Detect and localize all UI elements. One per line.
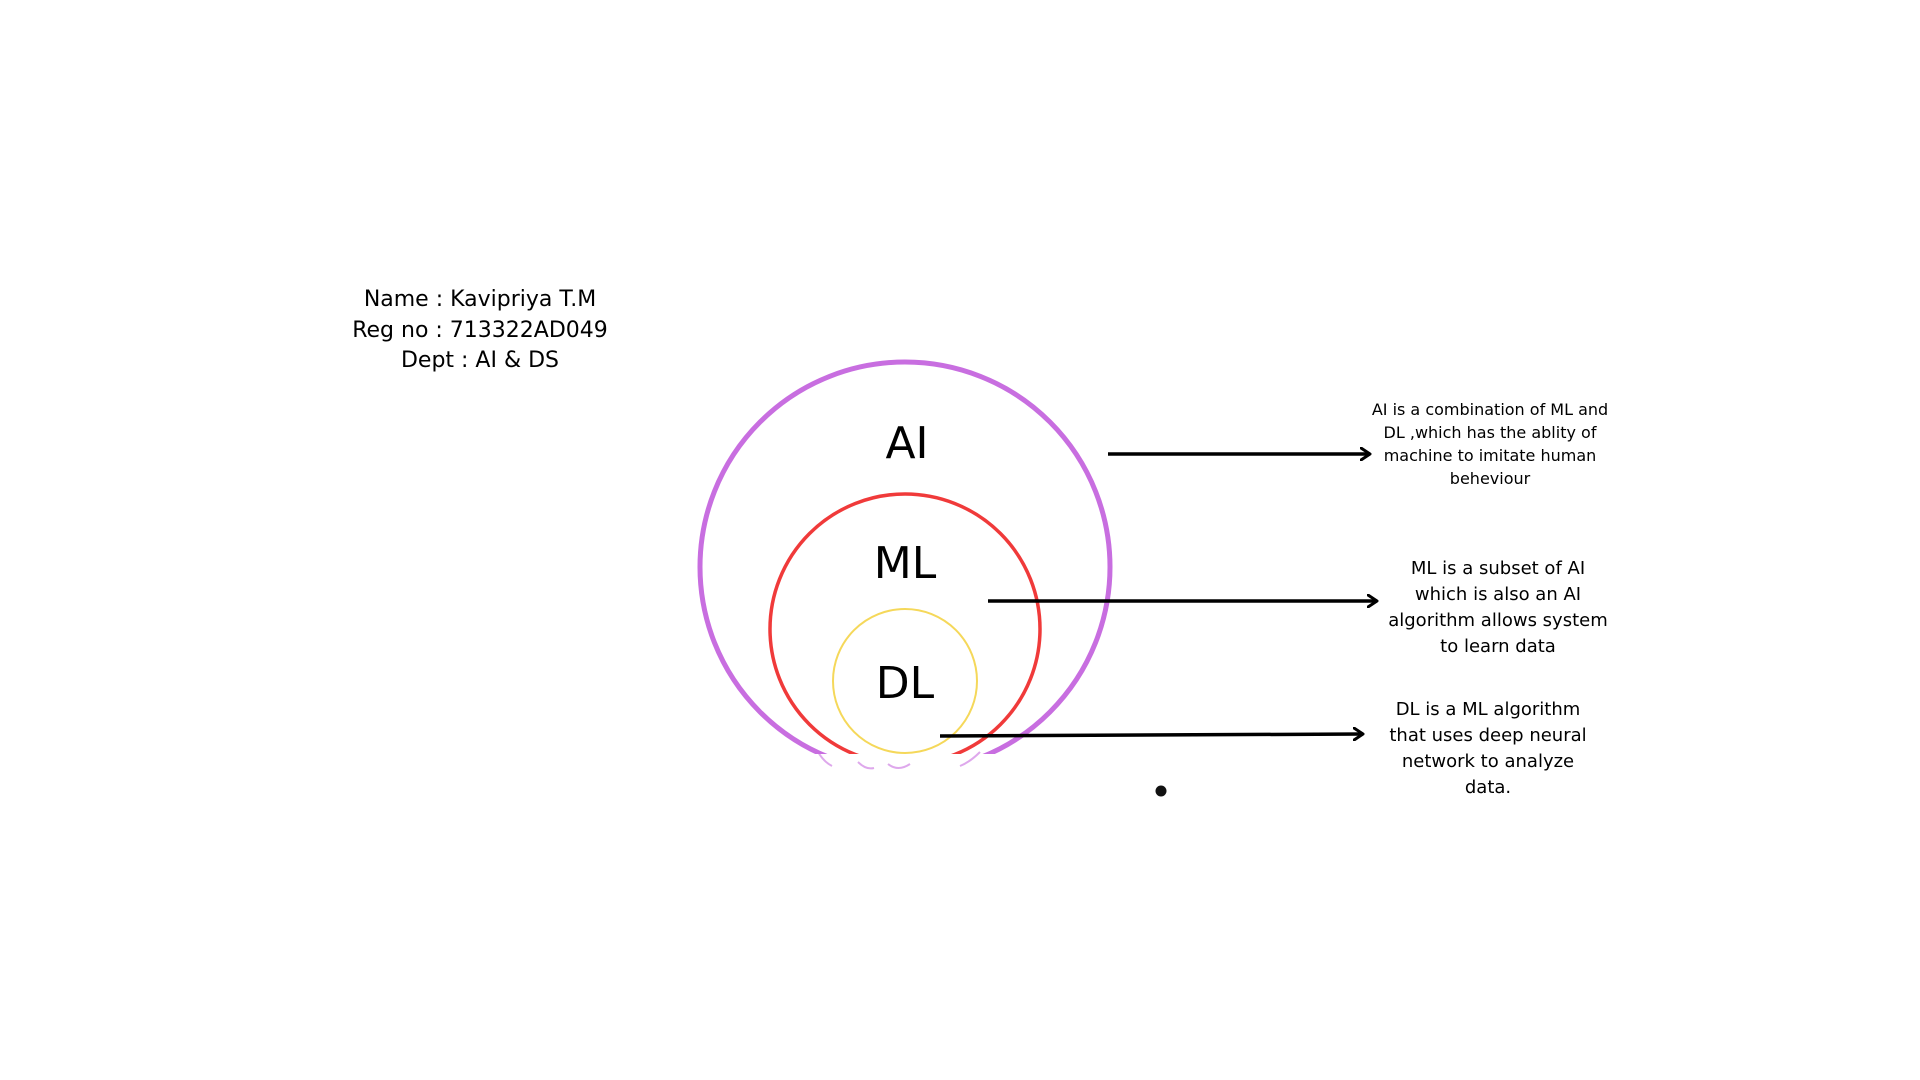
- student-info: Name : Kavipriya T.M Reg no : 713322AD04…: [330, 285, 630, 377]
- bottom-gap-edge: [817, 751, 981, 770]
- ai-description: AI is a combination of ML and DL ,which …: [1371, 400, 1609, 488]
- ml-circle: [768, 492, 1042, 766]
- ml-label: ML: [874, 538, 937, 589]
- dl-circle: [832, 608, 978, 754]
- student-name: Name : Kavipriya T.M: [363, 287, 597, 312]
- registration-number: Reg no : 713322AD049: [352, 317, 608, 343]
- dl-description: DL is a ML algorithm that uses deep neur…: [1389, 699, 1587, 798]
- ml-description: ML is a subset of AI which is also an AI…: [1388, 558, 1608, 657]
- dl-arrow: [939, 734, 1363, 736]
- department: Dept : AI & DS: [400, 348, 560, 373]
- dot-marker: [1155, 785, 1167, 797]
- dl-label: DL: [876, 658, 935, 709]
- ai-label: AI: [885, 418, 928, 469]
